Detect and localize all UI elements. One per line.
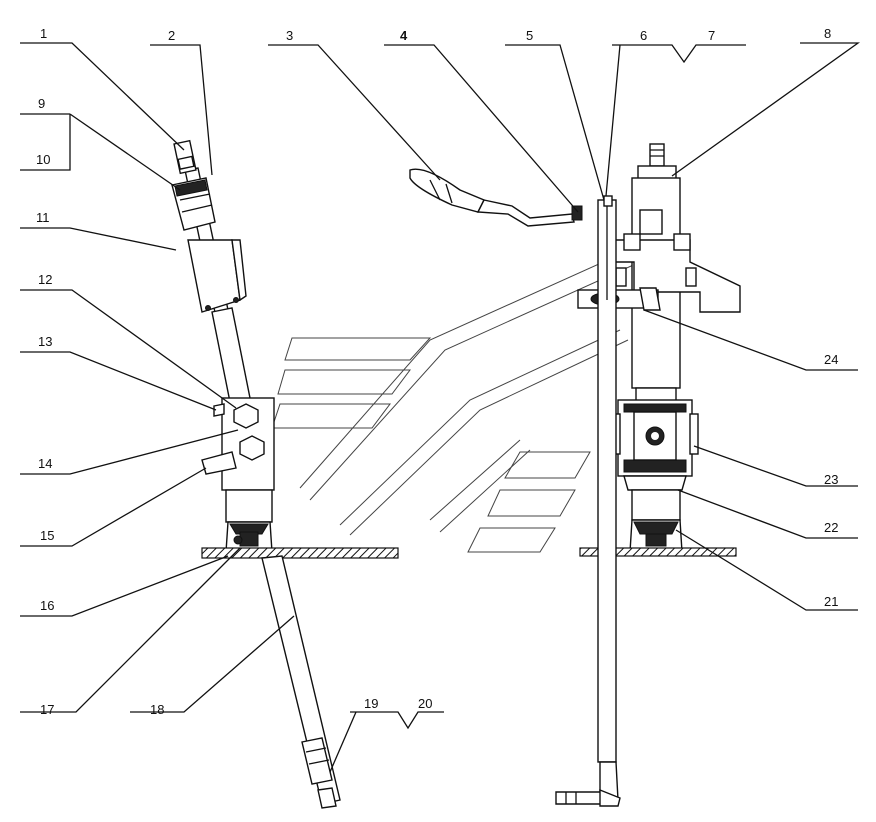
callout-7: 7 bbox=[708, 28, 715, 43]
left-steering-column bbox=[171, 139, 399, 809]
callout-17: 17 bbox=[40, 702, 54, 717]
callout-10: 10 bbox=[36, 152, 50, 167]
callout-16: 16 bbox=[40, 598, 54, 613]
callout-22: 22 bbox=[824, 520, 838, 535]
callout-14: 14 bbox=[38, 456, 52, 471]
callout-labels: 1 2 3 4 5 6 7 8 9 10 11 12 13 14 15 16 1… bbox=[36, 26, 838, 717]
callout-4: 4 bbox=[400, 28, 408, 43]
leader-lines bbox=[20, 42, 861, 773]
callout-8: 8 bbox=[824, 26, 831, 41]
callout-21: 21 bbox=[824, 594, 838, 609]
callout-3: 3 bbox=[286, 28, 293, 43]
callout-12: 12 bbox=[38, 272, 52, 287]
callout-15: 15 bbox=[40, 528, 54, 543]
callout-2: 2 bbox=[168, 28, 175, 43]
callout-11: 11 bbox=[36, 210, 50, 225]
callout-18: 18 bbox=[150, 702, 164, 717]
callout-5: 5 bbox=[526, 28, 533, 43]
background-watermark bbox=[271, 249, 641, 553]
right-steering-column bbox=[555, 143, 741, 807]
callout-9: 9 bbox=[38, 96, 45, 111]
callout-23: 23 bbox=[824, 472, 838, 487]
callout-13: 13 bbox=[38, 334, 52, 349]
adjustment-lever bbox=[409, 168, 583, 227]
callout-6: 6 bbox=[640, 28, 647, 43]
callout-20: 20 bbox=[418, 696, 432, 711]
callout-24: 24 bbox=[824, 352, 838, 367]
callout-19: 19 bbox=[364, 696, 378, 711]
callout-1: 1 bbox=[40, 26, 47, 41]
